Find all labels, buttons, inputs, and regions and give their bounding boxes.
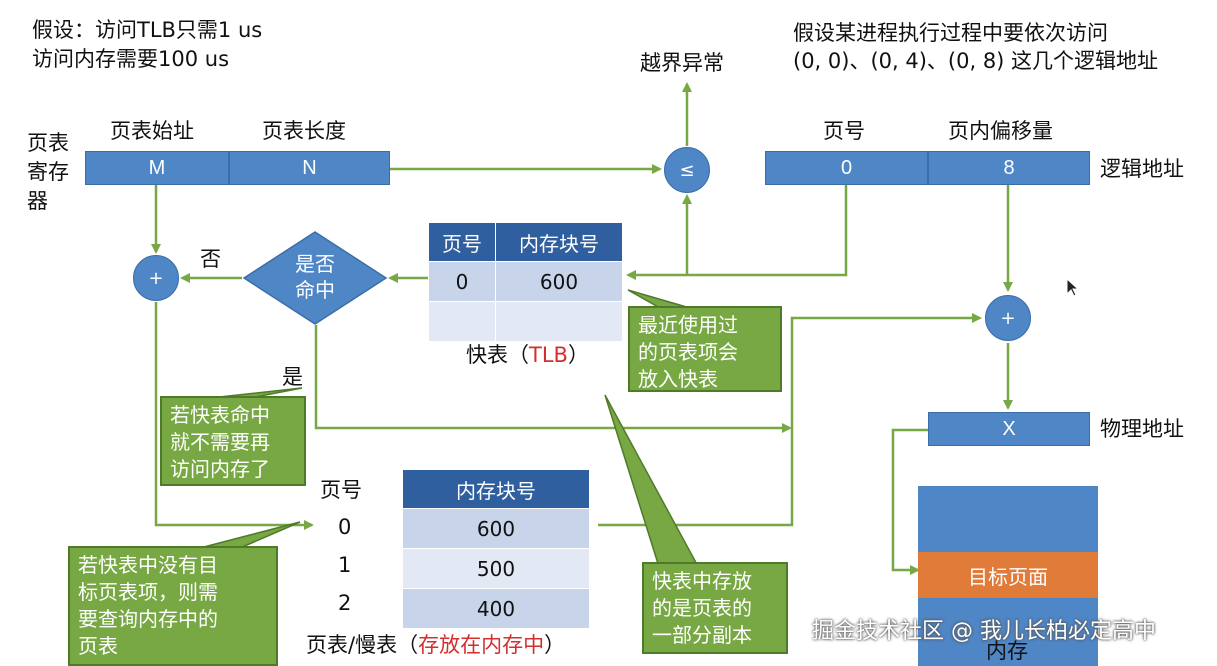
tlb-caption-highlight: TLB — [529, 343, 568, 367]
physical-address-label: 物理地址 — [1100, 417, 1184, 441]
logical-address-label: 逻辑地址 — [1100, 157, 1184, 181]
page-table-caption: 页表/慢表（存放在内存中） — [306, 632, 565, 658]
la-offset-cell: 8 — [928, 151, 1090, 185]
callout-copy-line: 一部分副本 — [652, 623, 752, 647]
ptr-label-1: 页表 — [27, 131, 69, 155]
callout-miss-line: 标页表项，则需 — [78, 580, 218, 604]
pt-row: 500 — [402, 548, 590, 589]
callout-recent-line: 放入快表 — [638, 367, 718, 391]
callout-miss-line: 若快表中没有目 — [78, 553, 218, 577]
mouse-cursor-icon — [1066, 278, 1080, 297]
pt-page-cell: 2 — [338, 591, 352, 615]
callout-miss-line: 要查询内存中的 — [78, 607, 218, 631]
callout-copy-line: 快表中存放 — [652, 569, 752, 593]
assumption-line-1: 假设：访问TLB只需1 us — [32, 18, 263, 42]
callout-recent: 最近使用过 的页表项会 放入快表 — [628, 306, 782, 392]
hit-decision-line-1: 是否 — [295, 252, 335, 276]
memory-bottom-block — [918, 598, 1098, 666]
memory-label: 内存 — [986, 639, 1028, 663]
tlb-cell: 0 — [428, 261, 496, 302]
ptr-length-cell: N — [229, 151, 390, 185]
target-page-block: 目标页面 — [918, 552, 1098, 598]
tlb-caption: 快表（TLB） — [466, 342, 589, 368]
pt-block-cell: 500 — [402, 548, 590, 589]
hit-decision-text: 是否 命中 — [242, 251, 388, 303]
ptr-length-label: 页表长度 — [262, 119, 346, 143]
tlb-row — [428, 301, 623, 342]
tlb-header-block: 内存块号 — [495, 222, 623, 262]
tlb-caption-suffix: ） — [567, 343, 589, 367]
la-page-label: 页号 — [823, 119, 865, 143]
pt-block-cell: 600 — [402, 508, 590, 549]
la-offset-label: 页内偏移量 — [948, 119, 1053, 143]
ptr-start-cell: M — [85, 151, 229, 185]
tlb-table: 页号 内存块号 0 600 — [428, 222, 623, 342]
left-adder: + — [133, 255, 179, 301]
tlb-cell — [495, 301, 623, 342]
callout-hit: 若快表命中 就不需要再 访问内存了 — [160, 396, 306, 486]
right-adder: + — [985, 295, 1031, 341]
callout-recent-line: 的页表项会 — [638, 340, 738, 364]
compare-node: ≤ — [664, 147, 710, 193]
page-table: 内存块号 600 500 400 — [402, 469, 590, 629]
pt-caption-suffix: ） — [544, 633, 566, 657]
yes-label: 是 — [282, 365, 303, 389]
pt-page-cell: 1 — [338, 553, 352, 577]
ptr-label-3: 器 — [27, 189, 48, 213]
tlb-header-row: 页号 内存块号 — [428, 222, 623, 262]
tlb-row: 0 600 — [428, 261, 623, 302]
pt-caption-prefix: 页表/慢表（ — [306, 633, 419, 657]
tlb-cell — [428, 301, 496, 342]
tlb-cell: 600 — [495, 261, 623, 302]
pt-page-cell: 0 — [338, 515, 352, 539]
hit-decision-diamond — [242, 231, 388, 325]
ptr-label-2: 寄存 — [27, 160, 69, 184]
callout-copy-line: 的是页表的 — [652, 596, 752, 620]
no-label: 否 — [200, 247, 221, 271]
pt-page-header: 页号 — [320, 478, 362, 502]
callout-hit-line: 就不需要再 — [170, 430, 270, 454]
pt-block-cell: 400 — [402, 588, 590, 629]
callout-hit-line: 访问内存了 — [170, 457, 270, 481]
callout-hit-line: 若快表命中 — [170, 403, 270, 427]
scenario-line-2: (0, 0)、(0, 4)、(0, 8) 这几个逻辑地址 — [793, 49, 1159, 73]
watermark: 掘金技术社区 @ 我儿长柏必定高中 — [812, 619, 1156, 644]
exception-label: 越界异常 — [640, 51, 724, 75]
pt-row: 400 — [402, 588, 590, 629]
callout-recent-line: 最近使用过 — [638, 313, 738, 337]
physical-address-cell: X — [928, 412, 1090, 446]
la-page-cell: 0 — [765, 151, 928, 185]
pt-header-block: 内存块号 — [402, 469, 590, 509]
callout-miss: 若快表中没有目 标页表项，则需 要查询内存中的 页表 — [68, 546, 278, 666]
memory-top-block — [918, 486, 1098, 552]
callout-miss-line: 页表 — [78, 634, 118, 658]
hit-decision-line-2: 命中 — [295, 278, 335, 302]
scenario-line-1: 假设某进程执行过程中要依次访问 — [793, 21, 1108, 45]
ptr-start-label: 页表始址 — [110, 119, 194, 143]
tlb-header-page: 页号 — [428, 222, 496, 262]
assumption-line-2: 访问内存需要100 us — [32, 47, 230, 71]
pt-row: 600 — [402, 508, 590, 549]
tlb-caption-prefix: 快表（ — [466, 343, 529, 367]
callout-copy: 快表中存放 的是页表的 一部分副本 — [642, 562, 788, 654]
pt-header-row: 内存块号 — [402, 469, 590, 509]
pt-caption-highlight: 存放在内存中 — [418, 633, 545, 657]
